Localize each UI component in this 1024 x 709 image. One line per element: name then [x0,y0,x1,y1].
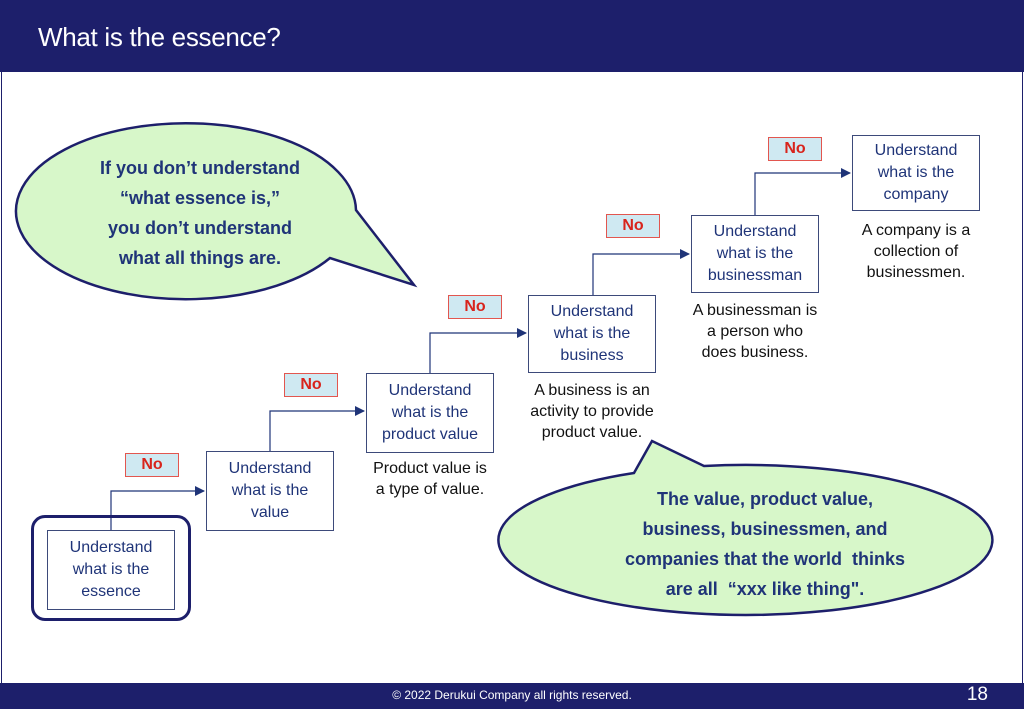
step-line: what is the [553,325,631,342]
slide-title: What is the essence? [38,22,281,52]
connector-product-value-to-business [429,328,527,373]
step-line: product value [381,426,479,443]
step-box-essence: Understand what is the essence [47,530,175,610]
step-line: Understand [550,303,634,320]
bubble-line: what all things are. [118,248,282,268]
step-box-company: Understand what is the company [852,135,980,211]
description-line: activity to provide [530,403,654,420]
step-line: Understand [713,223,797,240]
essence-highlight-frame [31,515,191,621]
step-box-product-value: Understand what is the product value [366,373,494,453]
step-line: essence [81,583,141,600]
bubble-line: are all “xxx like thing". [665,579,865,599]
description-line: a person who [706,323,804,340]
description-line: a type of value. [375,481,485,498]
description-line: Product value is [373,460,487,477]
bubble-line: If you don’t understand [100,158,300,178]
page-number: 18 [966,684,988,705]
connector-businessman-to-company [754,168,851,215]
bubble-line: you don’t understand [108,218,292,238]
step-line: what is the [877,164,955,181]
step-line: Understand [388,382,472,399]
bubble-line: companies that the world thinks [624,549,906,569]
description-line: A company is a [861,222,971,239]
bubble-line: business, businessmen, and [642,519,888,539]
description-line: collection of [873,243,959,260]
slide-header: What is the essence? [0,0,1024,72]
no-label-product-value: No [448,295,502,319]
step-line: what is the [716,245,794,262]
connector-business-to-businessman [592,249,690,295]
bubble-line: “what essence is,” [119,188,281,208]
speech-bubble-top-left [14,122,418,301]
step-box-businessman: Understand what is the businessman [691,215,819,293]
step-line: company [883,186,949,203]
step-line: business [560,347,624,364]
step-line: what is the [231,482,309,499]
description-businessman: A businessman is a person who does busin… [675,300,835,363]
no-label-businessman: No [768,137,822,161]
description-line: A business is an [534,382,650,399]
description-line: businessmen. [866,264,966,281]
description-line: product value. [541,424,643,441]
step-line: what is the [72,561,150,578]
description-line: A businessman is [692,302,818,319]
bubble-top-left-text: If you don’t understand “what essence is… [60,153,340,273]
no-label-value: No [284,373,338,397]
connector-value-to-product-value [269,406,365,451]
slide-footer: © 2022 Derukui Company all rights reserv… [0,683,1024,709]
step-line: Understand [69,539,153,556]
step-line: what is the [391,404,469,421]
description-line: does business. [701,344,809,361]
step-box-business: Understand what is the business [528,295,656,373]
bubble-bottom-right-text: The value, product value, business, busi… [560,484,970,604]
description-business: A business is an activity to provide pro… [508,380,676,443]
step-box-value: Understand what is the value [206,451,334,531]
step-line: businessman [707,267,803,284]
step-line: Understand [228,460,312,477]
speech-bubble-bottom-right [497,439,994,617]
no-label-business: No [606,214,660,238]
no-label-essence: No [125,453,179,477]
bubble-line: The value, product value, [656,489,874,509]
step-line: value [250,504,290,521]
copyright-notice: © 2022 Derukui Company all rights reserv… [392,688,632,702]
description-product-value: Product value is a type of value. [350,458,510,500]
description-company: A company is a collection of businessmen… [840,220,992,283]
step-line: Understand [874,142,958,159]
